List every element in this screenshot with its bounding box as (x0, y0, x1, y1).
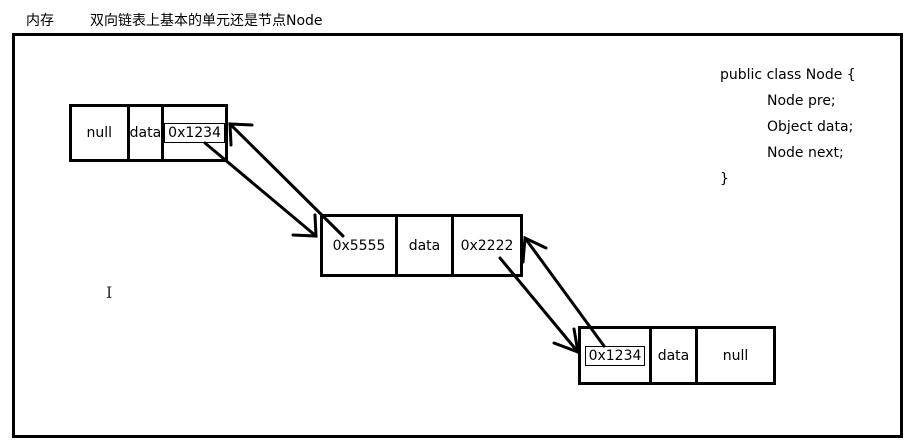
arrow-node3-to-node2-head (521, 235, 548, 264)
node-1-data-value: data (129, 125, 162, 141)
arrow-node1-to-node2 (203, 141, 318, 238)
node-3-pre-value: 0x1234 (584, 345, 646, 366)
node-1-pre-value: null (86, 125, 113, 141)
node-class-code: public class Node { Node pre; Object dat… (720, 62, 856, 192)
diagram-title: 双向链表上基本的单元还是节点Node (90, 13, 323, 29)
code-line-3: Object data; (767, 119, 854, 135)
node-3-next-value: null (722, 347, 749, 364)
arrow-node2-to-node1 (228, 122, 345, 238)
node-1-next-value: 0x1234 (164, 123, 225, 143)
arrow-node1-to-node2-head (291, 213, 318, 238)
node-2-pre-value: 0x5555 (332, 237, 386, 254)
node-2-data: data (395, 217, 451, 274)
text-cursor-icon: I (106, 283, 113, 302)
node-1: null data 0x1234 (69, 104, 228, 162)
node-3-data-value: data (657, 347, 690, 364)
code-line-4: Node next; (767, 145, 844, 161)
arrow-node2-to-node3 (498, 256, 580, 354)
code-line-2: Node pre; (767, 93, 836, 109)
node-2: 0x5555 data 0x2222 (320, 214, 523, 277)
node-2-data-value: data (408, 237, 441, 254)
node-3-data: data (649, 329, 695, 382)
node-2-next: 0x2222 (451, 217, 520, 274)
arrow-node2-to-node3-head (552, 327, 580, 355)
arrow-node3-to-node2 (523, 236, 606, 348)
node-1-next: 0x1234 (161, 107, 225, 159)
node-3-next: null (695, 329, 773, 382)
node-3-pre: 0x1234 (581, 329, 649, 382)
code-line-5: } (720, 171, 729, 187)
node-2-next-value: 0x2222 (460, 237, 514, 254)
node-2-pre: 0x5555 (323, 217, 395, 274)
node-1-data: data (126, 107, 162, 159)
tab-memory[interactable]: 内存 (26, 13, 54, 29)
node-3: 0x1234 data null (578, 326, 776, 385)
node-1-pre: null (72, 107, 127, 159)
arrow-node2-to-node1-head (228, 122, 254, 147)
code-line-1: public class Node { (720, 67, 856, 83)
canvas-frame (12, 33, 903, 438)
